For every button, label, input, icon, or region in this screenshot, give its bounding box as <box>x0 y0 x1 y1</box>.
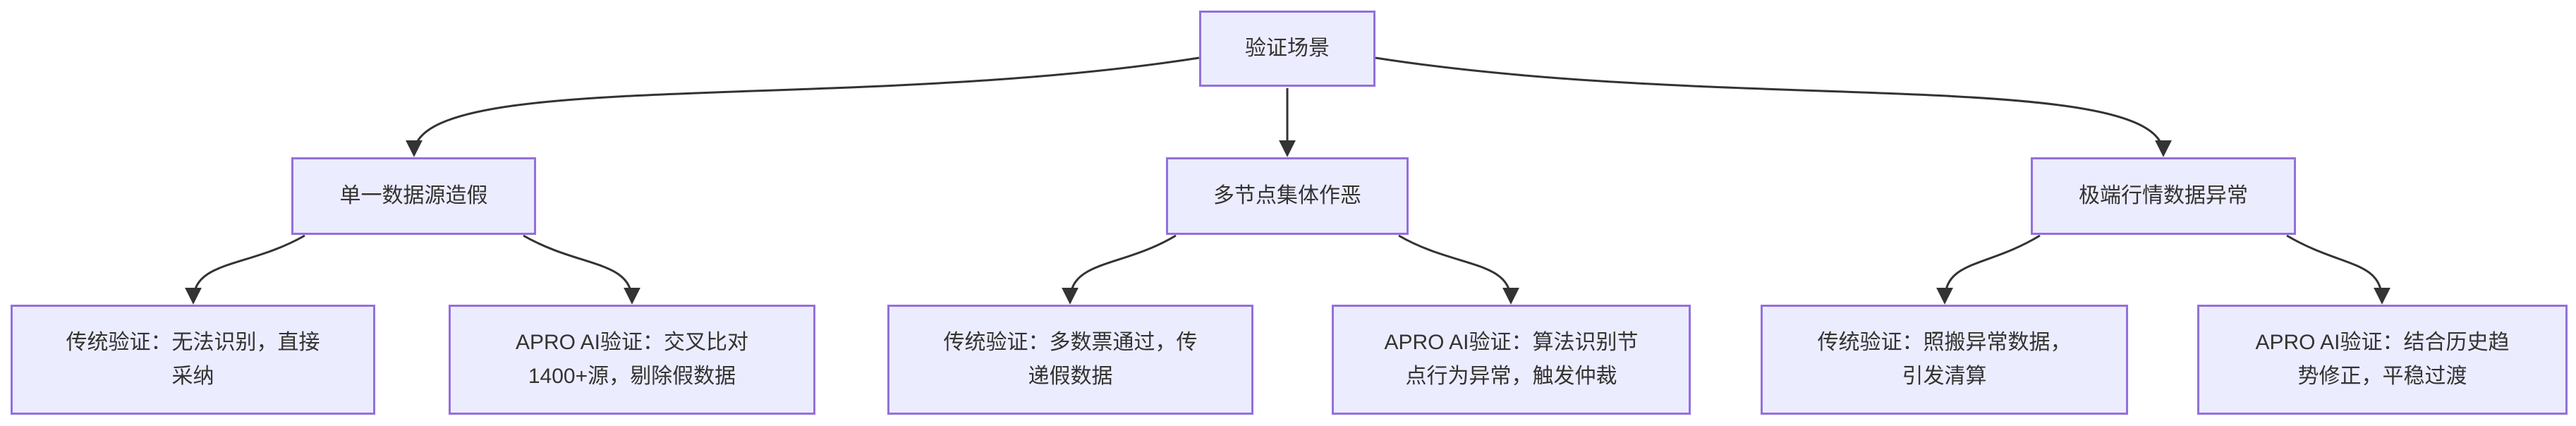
node-result-5: 传统验证：照搬异常数据， 引发清算 <box>1761 305 2128 415</box>
node-root-label: 验证场景 <box>1245 37 1330 60</box>
node-scenario-1: 单一数据源造假 <box>291 157 536 235</box>
node-root: 验证场景 <box>1199 11 1375 87</box>
node-scenario-3-label: 极端行情数据异常 <box>2079 184 2248 207</box>
node-scenario-1-label: 单一数据源造假 <box>339 184 488 207</box>
node-result-6-line-1: APRO AI验证：结合历史趋 <box>2255 331 2510 354</box>
node-result-4-line-2: 点行为异常，触发仲裁 <box>1405 365 1617 388</box>
node-result-3-line-1: 传统验证：多数票通过，传 <box>943 331 1198 354</box>
edge-scenario-2-to-result-3 <box>1062 234 1177 305</box>
edge-scenario-3-to-result-6 <box>2286 234 2390 305</box>
node-result-6-line-2: 势修正，平稳过渡 <box>2297 365 2467 388</box>
node-scenario-3: 极端行情数据异常 <box>2031 157 2296 235</box>
node-result-1-line-1: 传统验证：无法识别，直接 <box>66 331 320 354</box>
node-result-6: APRO AI验证：结合历史趋 势修正，平稳过渡 <box>2197 305 2568 415</box>
edge-root-to-scenario-1 <box>406 56 1200 157</box>
node-result-2-line-1: APRO AI验证：交叉比对 <box>515 331 749 354</box>
edge-scenario-2-to-result-4 <box>1398 234 1519 305</box>
node-result-2: APRO AI验证：交叉比对 1400+源，剔除假数据 <box>449 305 815 415</box>
edge-scenario-3-to-result-5 <box>1936 234 2041 305</box>
node-result-3: 传统验证：多数票通过，传 递假数据 <box>887 305 1253 415</box>
node-result-3-line-2: 递假数据 <box>1028 365 1113 388</box>
node-result-4-line-1: APRO AI验证：算法识别节 <box>1384 331 1639 354</box>
edge-root-to-scenario-3 <box>1375 56 2172 157</box>
edge-scenario-1-to-result-1 <box>185 234 305 305</box>
node-scenario-2-label: 多节点集体作恶 <box>1213 184 1361 207</box>
node-result-1: 传统验证：无法识别，直接 采纳 <box>11 305 375 415</box>
node-result-5-line-1: 传统验证：照搬异常数据， <box>1817 331 2072 354</box>
node-result-5-line-2: 引发清算 <box>1902 365 1987 388</box>
edge-scenario-1-to-result-2 <box>523 234 640 305</box>
node-result-1-line-2: 采纳 <box>171 365 214 388</box>
node-scenario-2: 多节点集体作恶 <box>1166 157 1409 235</box>
node-result-4: APRO AI验证：算法识别节 点行为异常，触发仲裁 <box>1332 305 1691 415</box>
node-result-2-line-2: 1400+源，剔除假数据 <box>528 365 736 388</box>
